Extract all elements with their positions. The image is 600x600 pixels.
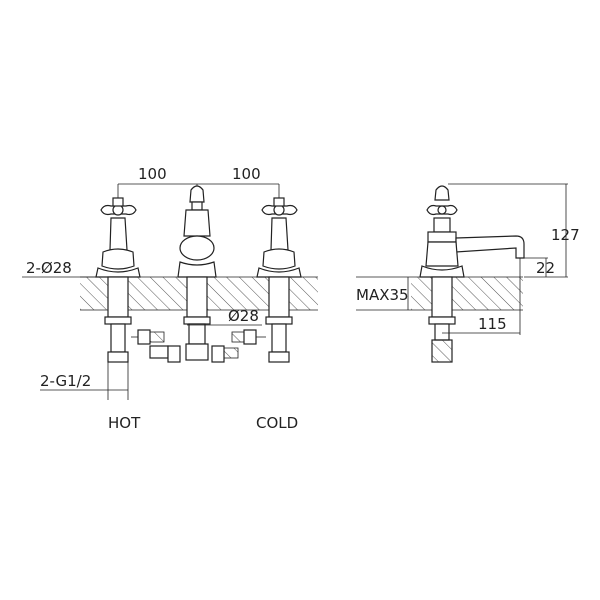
inlet-thread-label: 2-G1/2 [40, 372, 91, 390]
connecting-hoses [131, 329, 266, 363]
overall-height-label: 127 [551, 226, 580, 244]
overall-height-dimension: 127 [448, 183, 580, 278]
center-spout [177, 185, 217, 361]
cold-label: COLD [256, 414, 298, 432]
max-thickness-dimension: MAX35 [356, 276, 411, 311]
spout-height-label: 22 [536, 259, 555, 277]
cold-valve [256, 197, 302, 363]
hole-diameter-label: 2-Ø28 [26, 259, 72, 277]
hole-diameter-dimension: 2-Ø28 [22, 259, 100, 278]
center-diameter-dimension: Ø28 [187, 307, 262, 326]
center-diameter-label: Ø28 [228, 307, 259, 325]
spout-height-dimension: 22 [524, 257, 555, 277]
spacing-left-label: 100 [138, 165, 167, 183]
deck-section-side [411, 277, 523, 310]
spacing-right-label: 100 [232, 165, 261, 183]
spacing-dimension: 100 100 [117, 165, 280, 208]
inlet-thread-dimension: 2-G1/2 [40, 362, 129, 400]
hot-valve [95, 197, 141, 363]
hot-label: HOT [108, 414, 141, 432]
max-thickness-label: MAX35 [356, 286, 409, 304]
spout-reach-label: 115 [478, 315, 507, 333]
spout-reach-dimension: 115 [442, 258, 521, 335]
side-tap [419, 185, 525, 363]
